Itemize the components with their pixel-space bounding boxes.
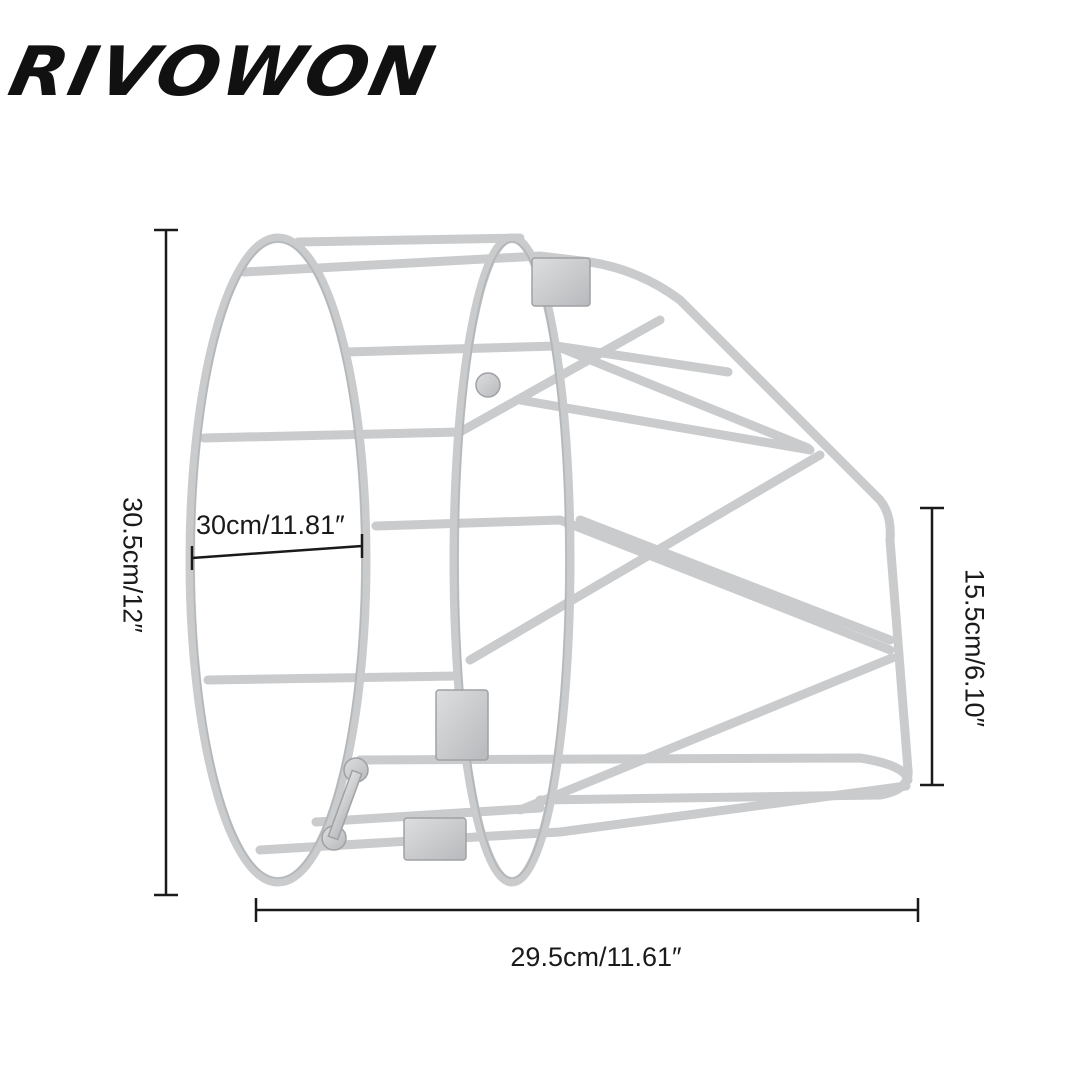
rib-lower bbox=[203, 671, 461, 685]
bolt-upper bbox=[475, 372, 501, 398]
rib-top bbox=[293, 233, 525, 247]
mounting-hardware bbox=[321, 257, 591, 861]
cage-frame-shadow bbox=[193, 241, 567, 879]
rib-upper bbox=[341, 341, 733, 377]
threaded-rod bbox=[327, 769, 363, 841]
diameter-dimension-line bbox=[190, 534, 364, 570]
rib-center bbox=[371, 515, 895, 655]
width-dimension-line bbox=[254, 898, 920, 922]
rib-base-2 bbox=[311, 803, 545, 827]
strut-6 bbox=[551, 341, 813, 453]
base-bracket bbox=[403, 817, 467, 861]
bottom-bracket bbox=[435, 689, 489, 761]
diameter-label: 30cm/11.81″ bbox=[196, 510, 345, 540]
strut-5 bbox=[515, 653, 897, 815]
rib-middle bbox=[199, 427, 465, 443]
dimension-lines bbox=[154, 228, 944, 922]
middle-ring bbox=[449, 233, 575, 887]
cage-frame bbox=[185, 233, 913, 887]
rib-base bbox=[255, 781, 911, 855]
top-bracket bbox=[531, 257, 591, 307]
rib-bottom bbox=[355, 753, 913, 785]
strut-4 bbox=[575, 515, 895, 645]
strut-2 bbox=[515, 395, 815, 455]
small-height-label: 15.5cm/6.10″ bbox=[959, 568, 990, 728]
small-height-dimension-line bbox=[920, 506, 944, 787]
left-ring bbox=[185, 233, 371, 887]
strut-3 bbox=[465, 450, 825, 665]
height-dimension-line bbox=[154, 228, 178, 897]
width-label: 29.5cm/11.61″ bbox=[510, 942, 682, 972]
strut-1 bbox=[455, 315, 665, 437]
height-label: 30.5cm/12″ bbox=[117, 497, 148, 633]
